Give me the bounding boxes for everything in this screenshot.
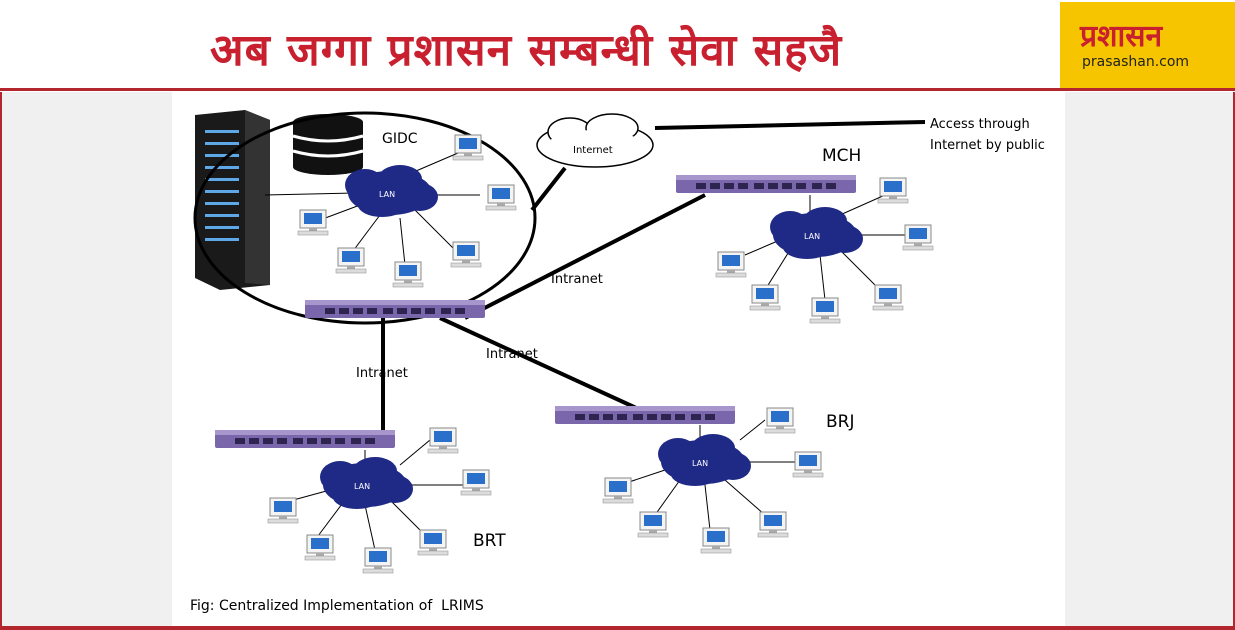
gidc-label: GIDC [382,131,418,147]
figure-caption: Fig: Centralized Implementation of LRIMS [190,598,484,614]
server-rack-icon [195,110,270,290]
intranet-label-brj: Intranet [486,347,538,362]
intranet-label-mch: Intranet [551,272,603,287]
database-icon [292,114,364,175]
core-switch [305,300,485,318]
brt-switch [215,430,395,448]
mch-label: MCH [822,146,861,166]
access-label-line2: Internet by public [930,138,1045,153]
intranet-label-brt: Intranet [356,366,408,381]
internet-cloud-icon [536,113,654,168]
brj-switch [555,406,735,424]
lan-label: LAN [379,190,395,199]
link-internet-gidc [530,166,567,212]
brt-label: BRT [473,531,506,551]
link-mch-core [464,193,706,320]
brand-name: प्रशासन [1080,19,1163,54]
brj-label: BRJ [826,412,855,432]
header-divider [0,88,1235,91]
page-header: अब जग्गा प्रशासन सम्बन्धी सेवा सहजै प्रश… [0,0,1235,92]
bottom-border [0,626,1235,630]
internet-label: Internet [573,145,613,156]
left-border [0,92,2,630]
gidc-boundary [193,111,537,325]
right-border [1233,92,1235,630]
brand-url: prasashan.com [1082,54,1190,70]
right-margin [1065,92,1233,630]
brand-logo[interactable]: प्रशासन prasashan.com [1060,2,1235,88]
access-label-line1: Access through [930,117,1030,132]
lan-label-brj: LAN [692,459,708,468]
left-margin [2,92,172,630]
lan-label-brt: LAN [354,482,370,491]
mch-switch [676,175,856,193]
link-brj-core [439,316,646,414]
link-internet-public [654,120,926,130]
lan-label-mch: LAN [804,232,820,241]
headline: अब जग्गा प्रशासन सम्बन्धी सेवा सहजै [210,25,843,76]
